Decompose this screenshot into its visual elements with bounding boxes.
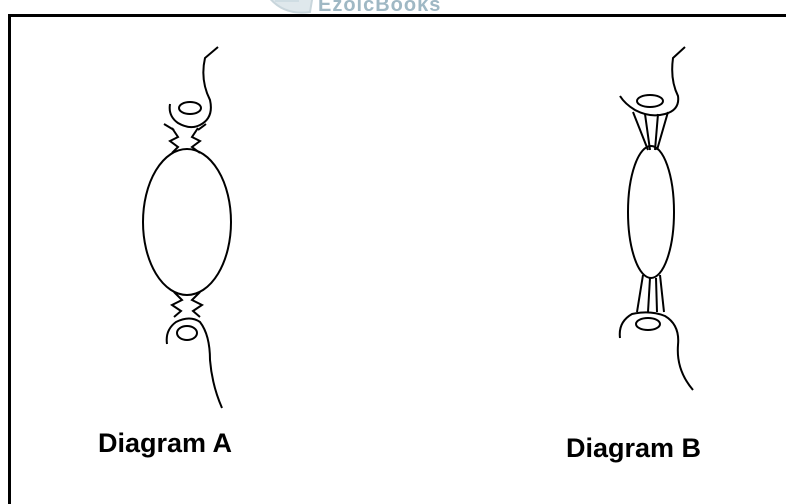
diagram-b-top-nail — [637, 95, 663, 107]
diagram-a — [143, 47, 231, 408]
diagram-b-bottom-strands — [637, 275, 664, 312]
diagram-a-caption: Diagram A — [98, 428, 232, 459]
diagram-a-top-nail — [179, 102, 201, 114]
diagram-b-top-strands — [633, 112, 668, 150]
diagram-b-top-finger — [620, 47, 685, 115]
diagram-a-top-finger — [170, 47, 218, 127]
diagram-a-bottom-nail — [177, 326, 197, 340]
diagram-b-bottom-nail — [636, 318, 660, 330]
diagram-a-bottom-finger — [167, 319, 222, 409]
diagram-b — [620, 47, 693, 390]
diagrams-drawing — [0, 0, 786, 493]
diagram-b-caption: Diagram B — [566, 433, 701, 464]
diagram-a-body — [143, 149, 231, 295]
diagram-b-body — [628, 146, 674, 278]
diagram-b-bottom-finger — [620, 312, 693, 390]
